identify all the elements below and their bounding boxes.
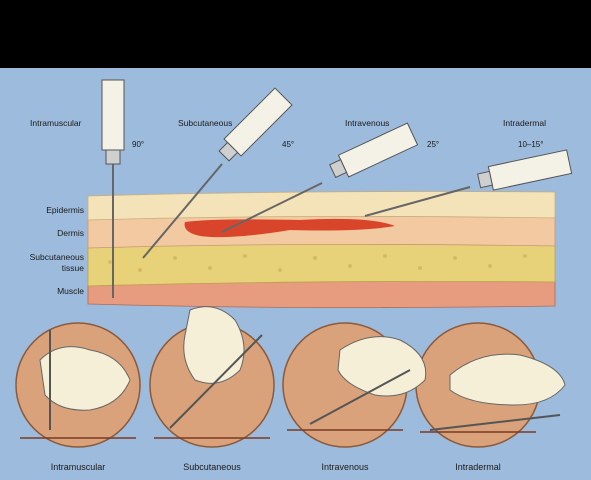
angle-subcutaneous: 45°: [282, 140, 295, 149]
hand-intramuscular: [39, 346, 131, 411]
skin-cross-section: [87, 191, 556, 308]
layer-label-subcutaneous-2: tissue: [61, 263, 84, 273]
label-intravenous: Intravenous: [345, 118, 390, 128]
caption-subcutaneous: Subcutaneous: [183, 462, 241, 472]
layer-label-muscle: Muscle: [57, 286, 84, 296]
hand-intravenous: [337, 336, 427, 397]
hand-intradermal: [449, 353, 566, 406]
syringe-subcutaneous: [142, 87, 293, 259]
caption-intravenous: Intravenous: [321, 462, 369, 472]
layer-label-epidermis: Epidermis: [46, 205, 84, 215]
hand-subcutaneous: [183, 306, 245, 384]
syringe-intramuscular: [101, 79, 125, 298]
label-subcutaneous: Subcutaneous: [178, 118, 233, 128]
epidermis-layer: [87, 191, 556, 221]
layer-label-dermis: Dermis: [57, 228, 84, 238]
caption-intramuscular: Intramuscular: [50, 462, 106, 472]
caption-intradermal: Intradermal: [455, 462, 501, 472]
subcutaneous-layer: [87, 242, 556, 287]
layer-label-subcutaneous-1: Subcutaneous: [29, 252, 84, 262]
syringe-intravenous: [221, 122, 419, 233]
technique-circles: [15, 306, 566, 448]
label-intradermal: Intradermal: [503, 118, 546, 128]
label-intramuscular: Intramuscular: [30, 118, 82, 128]
angle-intramuscular: 90°: [132, 140, 145, 149]
angle-intradermal: 10–15°: [518, 140, 544, 149]
vein: [184, 218, 395, 238]
syringe-intradermal: [364, 149, 573, 217]
angle-intravenous: 25°: [427, 140, 440, 149]
top-black-bar: [0, 0, 591, 68]
